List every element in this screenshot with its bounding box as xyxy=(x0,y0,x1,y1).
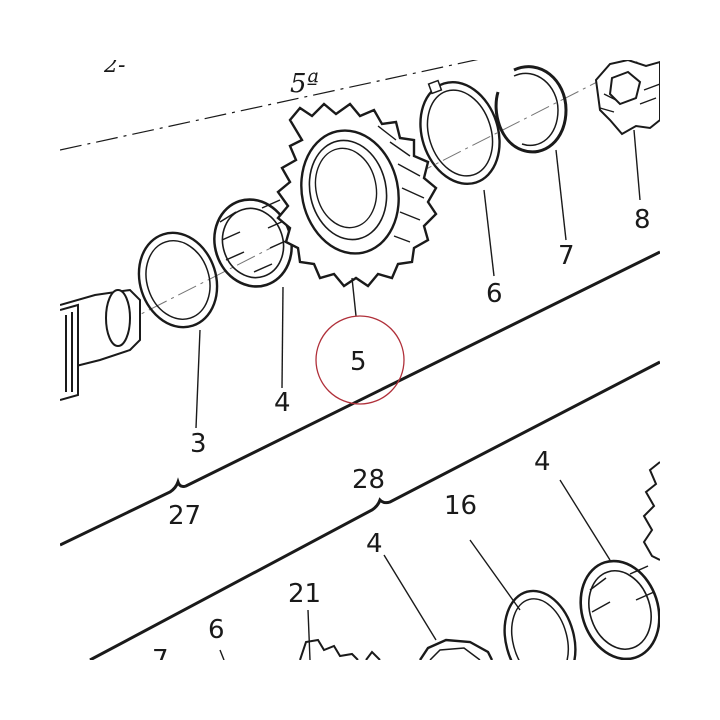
thrust-washer xyxy=(137,231,219,329)
lower-washer xyxy=(503,589,577,660)
callout-4: 4 xyxy=(274,388,291,418)
callout-16: 16 xyxy=(444,491,477,521)
fifth-gear xyxy=(276,102,438,288)
leader-lines xyxy=(195,129,641,660)
tab-washer xyxy=(419,79,501,186)
lower-gear-21 xyxy=(299,638,381,660)
synchro-hub xyxy=(594,60,660,136)
callout-7-lower: 7 xyxy=(152,645,169,675)
callout-28: 28 xyxy=(352,465,385,495)
callout-5: 5 xyxy=(350,347,367,377)
highlight-circle xyxy=(315,315,405,405)
callout-27: 27 xyxy=(168,501,201,531)
callout-6: 6 xyxy=(486,279,503,309)
group-line-28 xyxy=(89,360,660,660)
partial-label: 2- xyxy=(103,53,125,78)
group-line-27 xyxy=(60,250,660,547)
callout-6-lower: 6 xyxy=(208,615,225,645)
circlip xyxy=(494,65,568,154)
callout-3: 3 xyxy=(190,429,207,459)
lower-needle-bearing-right xyxy=(579,559,660,660)
shaft-stub xyxy=(60,288,141,401)
lower-needle-bearing-mid xyxy=(419,638,494,660)
callout-7: 7 xyxy=(558,241,575,271)
axis-centerline xyxy=(60,60,479,151)
callout-8: 8 xyxy=(634,205,651,235)
callout-4-lower-right: 4 xyxy=(534,447,551,477)
callout-4-lower-mid: 4 xyxy=(366,529,383,559)
gear-label-fifth: 5ª xyxy=(290,69,319,99)
lower-gear-partial xyxy=(642,461,660,561)
callout-21: 21 xyxy=(288,579,321,609)
